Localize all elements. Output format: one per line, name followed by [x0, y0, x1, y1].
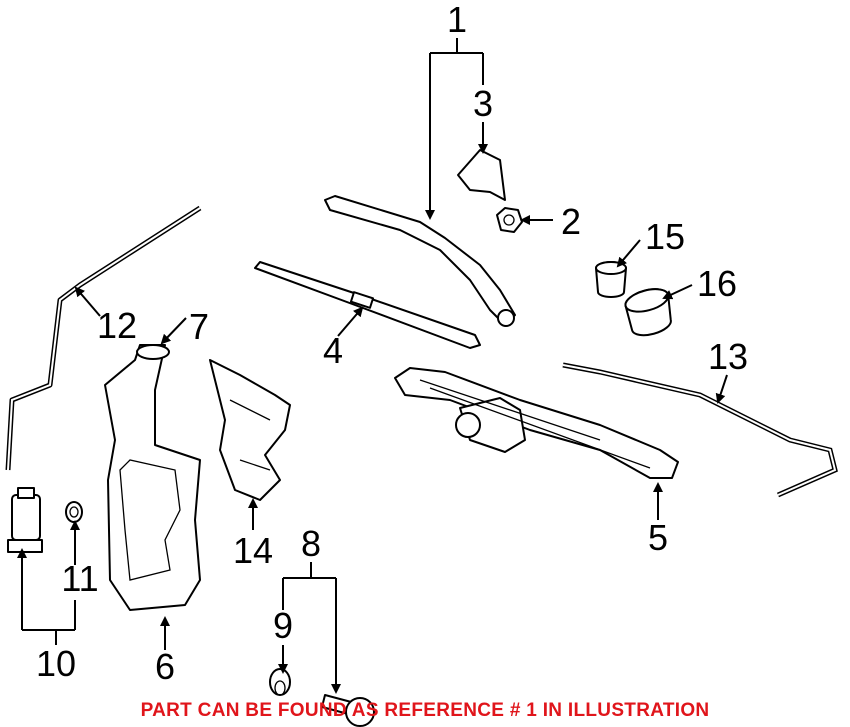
wiper-blade: [254, 261, 481, 349]
arm-nut: [496, 207, 523, 233]
callout-15: 15: [645, 216, 685, 257]
grommet-16: [624, 288, 672, 337]
callout-1: 1: [447, 0, 467, 40]
callout-10: 10: [36, 643, 76, 684]
nut-9: [269, 668, 291, 696]
washer-hose-left: [5, 205, 202, 471]
callout-9: 9: [273, 605, 293, 646]
callout-4: 4: [323, 330, 343, 371]
callout-12: 12: [97, 305, 137, 346]
callout-5: 5: [648, 517, 668, 558]
wiper-arm: [324, 195, 516, 327]
callout-11: 11: [61, 558, 98, 599]
washer-reservoir: [104, 344, 201, 611]
leader-lines: [17, 38, 728, 694]
bolt-8: [321, 694, 375, 727]
reservoir-bracket: [209, 359, 291, 501]
pump-grommet: [65, 501, 83, 523]
callout-2: 2: [561, 201, 581, 242]
wiper-linkage-motor: [394, 367, 679, 479]
washer-pump: [7, 487, 43, 553]
callout-8: 8: [301, 523, 321, 564]
callout-13: 13: [708, 336, 748, 377]
callout-16: 16: [697, 263, 737, 304]
callout-7: 7: [189, 306, 209, 347]
arm-cap: [457, 149, 506, 201]
grommet-15: [595, 261, 627, 298]
reference-note: PART CAN BE FOUND AS REFERENCE # 1 IN IL…: [140, 700, 710, 721]
callout-6: 6: [155, 646, 175, 687]
washer-hose-right: [562, 362, 838, 498]
callout-3: 3: [473, 83, 493, 124]
callout-14: 14: [233, 530, 273, 571]
